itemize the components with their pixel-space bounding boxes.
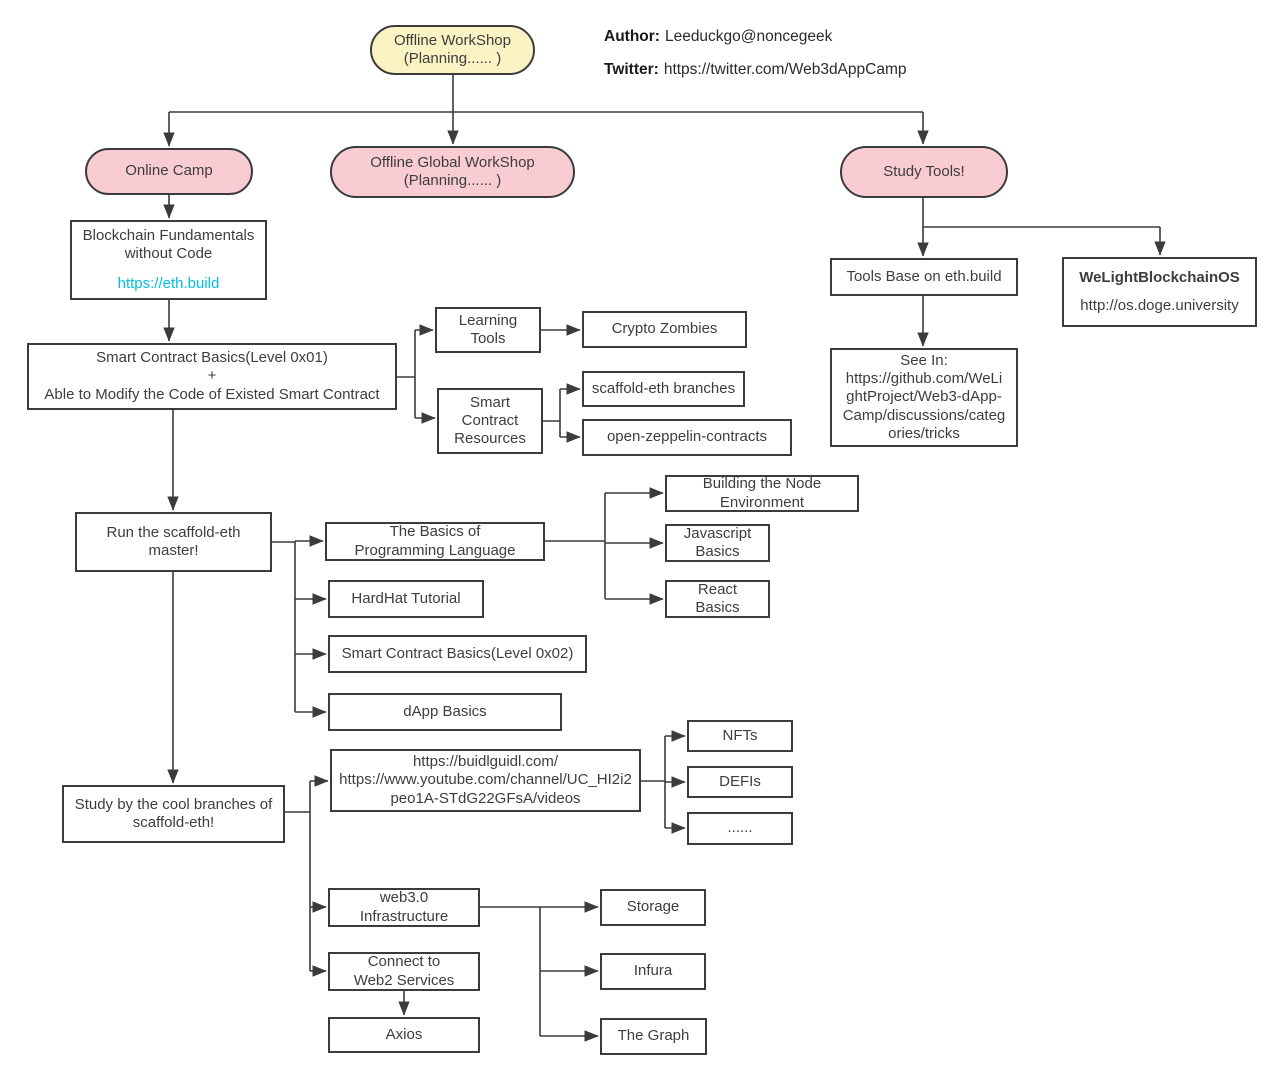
node-connect-web2-services: Connect to Web2 Services [328,952,480,991]
node-label: Tools Base on eth.build [846,267,1002,285]
author-value: Leeduckgo@noncegeek [664,28,833,45]
author-label: Author: [604,28,660,45]
node-smart-contract-basics-0x01: Smart Contract Basics(Level 0x01) + Able… [27,343,397,410]
node-label: Smart Contract Resources [454,393,526,448]
node-label: Run the scaffold-eth master! [106,523,241,559]
node-label: Study by the cool branches of scaffold-e… [74,795,273,831]
node-label: DEFIs [719,772,761,790]
eth-build-link[interactable]: https://eth.build [117,275,220,293]
node-label: Smart Contract Basics(Level 0x01) + Able… [44,349,380,403]
node-offline-workshop: Offline WorkShop (Planning...... ) [370,25,535,75]
node-label: Crypto Zombies [611,320,718,338]
node-label: Online Camp [125,162,213,180]
node-nfts: NFTs [687,720,793,752]
node-label: Storage [626,898,680,916]
node-label: Axios [385,1025,423,1043]
node-title: WeLightBlockchainOS [1079,268,1240,286]
node-open-zeppelin-contracts: open-zeppelin-contracts [582,419,792,456]
node-label: Infura [633,962,673,980]
node-label: Smart Contract Basics(Level 0x02) [341,644,574,662]
node-tools-base-ethbuild: Tools Base on eth.build [830,258,1018,296]
node-label: The Basics of Programming Language [354,523,516,559]
node-label: https://buidlguidl.com/ https://www.yout… [339,753,632,807]
header-meta: Author:Leeduckgo@noncegeek Twitter:https… [604,28,907,94]
node-more-dots: ...... [687,812,793,845]
node-label: Study Tools! [883,162,965,180]
twitter-line: Twitter:https://twitter.com/Web3dAppCamp [604,61,907,79]
node-smart-contract-basics-0x02: Smart Contract Basics(Level 0x02) [328,635,587,673]
node-label: React Basics [695,580,740,616]
node-scaffold-eth-branches: scaffold-eth branches [582,371,745,407]
node-label: The Graph [617,1027,690,1045]
node-label: Learning Tools [458,311,518,347]
node-label: dApp Basics [403,702,487,720]
node-online-camp: Online Camp [85,148,253,195]
doge-university-url: http://os.doge.university [1080,297,1239,314]
node-buidlguidl-links: https://buidlguidl.com/ https://www.yout… [330,749,641,812]
node-label: See In: https://github.com/WeLi ghtProje… [842,351,1006,442]
node-web3-infrastructure: web3.0 Infrastructure [328,888,480,927]
node-crypto-zombies: Crypto Zombies [582,311,747,348]
node-label: Offline Global WorkShop (Planning...... … [370,153,535,189]
node-infura: Infura [600,953,706,990]
node-label: web3.0 Infrastructure [359,889,449,925]
node-storage: Storage [600,889,706,926]
node-label: scaffold-eth branches [591,379,736,397]
twitter-value: https://twitter.com/Web3dAppCamp [663,61,907,78]
node-see-in-github: See In: https://github.com/WeLi ghtProje… [830,348,1018,447]
node-hardhat-tutorial: HardHat Tutorial [328,580,484,618]
node-the-graph: The Graph [600,1018,707,1055]
author-line: Author:Leeduckgo@noncegeek [604,28,907,46]
node-react-basics: React Basics [665,580,770,618]
node-label: Blockchain Fundamentals without Code [82,226,255,262]
node-run-scaffold-eth: Run the scaffold-eth master! [75,512,272,572]
node-label: ...... [727,819,753,837]
node-dapp-basics: dApp Basics [328,693,562,731]
node-blockchain-fundamentals: Blockchain Fundamentals without Code htt… [70,220,267,300]
node-label: open-zeppelin-contracts [606,428,768,446]
node-study-tools: Study Tools! [840,146,1008,198]
node-smart-contract-resources: Smart Contract Resources [437,388,543,454]
node-axios: Axios [328,1017,480,1053]
node-building-node-environment: Building the Node Environment [665,475,859,512]
node-label: NFTs [722,726,758,744]
twitter-label: Twitter: [604,61,659,78]
node-welight-blockchain-os: WeLightBlockchainOS http://os.doge.unive… [1062,257,1257,327]
node-label: Connect to Web2 Services [353,953,455,989]
node-label: Building the Node Environment [702,475,822,511]
node-learning-tools: Learning Tools [435,307,541,353]
node-javascript-basics: Javascript Basics [665,524,770,562]
node-label: Offline WorkShop (Planning...... ) [393,31,511,67]
node-defis: DEFIs [687,766,793,798]
node-basics-programming-language: The Basics of Programming Language [325,522,545,561]
node-offline-global-workshop: Offline Global WorkShop (Planning...... … [330,146,575,198]
node-label: HardHat Tutorial [351,589,461,607]
node-study-cool-branches: Study by the cool branches of scaffold-e… [62,785,285,843]
node-label: Javascript Basics [683,524,752,560]
